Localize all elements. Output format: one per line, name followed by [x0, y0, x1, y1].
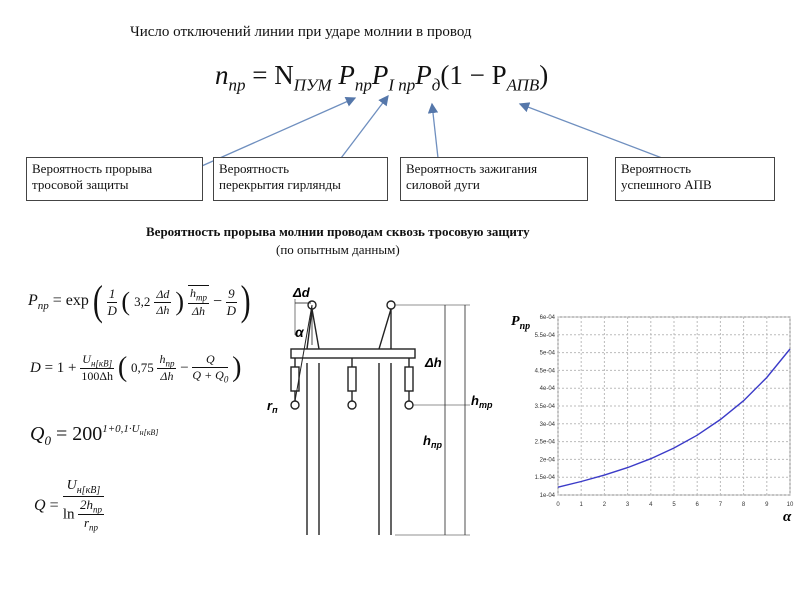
- chart-y-tick-label: 2e-04: [540, 457, 556, 463]
- chart-x-tick-label: 10: [787, 502, 794, 508]
- chart-x-tick-label: 8: [742, 502, 746, 508]
- chart-y-tick-label: 1.5e-04: [535, 475, 556, 481]
- label-rp: rп: [267, 398, 278, 415]
- chart-x-tick-label: 5: [672, 502, 676, 508]
- chart-x-tick-label: 6: [696, 502, 700, 508]
- formula-q0: Q0 = 2001+0,1·Uн[кВ]: [30, 423, 159, 448]
- page-title: Число отключений линии при ударе молнии …: [130, 24, 472, 40]
- chart-series-line: [557, 348, 791, 488]
- label-alpha: α: [295, 324, 305, 340]
- formula-q: Q = Uн[кВ] ln 2hпр rпр: [34, 478, 105, 533]
- main-formula: nпр = NПУМ PпрPI прPд(1 − PАПВ): [215, 60, 549, 95]
- arrow-to-pi: [334, 94, 389, 167]
- chart-y-tick-label: 3.5e-04: [535, 404, 556, 410]
- formula-ppr: Pпр = exp ( 1 D ( 3,2 Δd Δh ) hmp Δh − 9…: [28, 278, 251, 325]
- chart-y-tick-label: 4.5e-04: [535, 368, 556, 374]
- label-htr: hmp: [471, 393, 493, 410]
- label-hpr: hпр: [423, 433, 442, 450]
- tower-diagram: Δd α Δh hmp hпр rп: [267, 285, 493, 536]
- chart-x-tick-label: 3: [626, 502, 630, 508]
- chart-x-tick-label: 1: [580, 502, 584, 508]
- arrow-to-pd: [427, 102, 439, 159]
- chart-x-tick-label: 7: [719, 502, 723, 508]
- chart-ppr-alpha: 0 1 2 3 4 5 6 7 8 9 10 1e-04 1.5e-04 2e-04 2.5e-04 3e-0…: [511, 314, 794, 525]
- chart-y-tick-label: 3e-04: [540, 422, 556, 428]
- formula-d: D = 1 + Uн[кВ] 100Δh ( 0,75 hпр Δh − Q Q…: [30, 352, 242, 385]
- chart-x-tick-label: 2: [603, 502, 607, 508]
- chart-x-tick-label: 9: [765, 502, 769, 508]
- chart-xlabel: α: [783, 509, 792, 525]
- label-dd: Δd: [292, 285, 311, 300]
- chart-y-tick-label: 4e-04: [540, 386, 556, 392]
- chart-grid: [557, 316, 791, 496]
- chart-ticks: 0 1 2 3 4 5 6 7 8 9 10 1e-04 1.5e-04 2e-04 2.5e-04 3e-0…: [535, 315, 794, 508]
- chart-y-tick-label: 2.5e-04: [535, 440, 556, 446]
- chart-y-tick-label: 5.5e-04: [535, 333, 556, 339]
- chart-x-tick-label: 0: [556, 502, 560, 508]
- label-dh: Δh: [424, 355, 442, 370]
- section-subtitle: Вероятность прорыва молнии проводам скво…: [146, 224, 530, 239]
- chart-y-tick-label: 6e-04: [540, 315, 556, 321]
- section-subnote: (по опытным данным): [276, 242, 400, 257]
- chart-y-tick-label: 1e-04: [540, 493, 556, 499]
- chart-y-tick-label: 5e-04: [540, 351, 556, 357]
- arrow-to-papv: [518, 102, 663, 159]
- chart-ylabel: Pпр: [511, 314, 530, 332]
- chart-x-tick-label: 4: [649, 502, 653, 508]
